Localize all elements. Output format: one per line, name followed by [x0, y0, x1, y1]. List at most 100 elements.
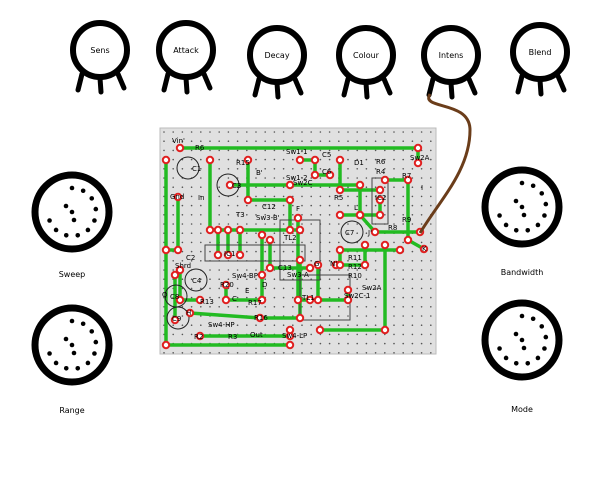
solder-pad: [235, 225, 245, 235]
switch-contact: [519, 180, 525, 186]
component-outline: [204, 244, 306, 262]
switch-contact: [535, 355, 541, 361]
solder-pad: [195, 295, 205, 305]
switch-contact: [530, 183, 536, 189]
rotary-switch-mode[interactable]: Mode: [481, 299, 563, 414]
solder-pad: [257, 230, 267, 240]
solder-pad: [205, 155, 215, 165]
knob-blend[interactable]: Blend: [510, 22, 570, 97]
switch-contact: [53, 227, 59, 233]
component-label: Sw3-A: [287, 271, 309, 279]
switch-contact: [93, 339, 99, 345]
component-label: C5: [322, 151, 331, 159]
solder-pad: [170, 270, 180, 280]
solder-pad: [403, 175, 413, 185]
rotary-switch-bandwidth[interactable]: Bandwidth: [481, 166, 563, 277]
component-label: R4: [376, 168, 386, 176]
knob-intens[interactable]: Intens: [421, 25, 481, 100]
switch-contact: [513, 361, 519, 366]
switch-contact: [47, 351, 52, 356]
knob-decay[interactable]: Decay: [247, 25, 307, 100]
solder-pad: [375, 185, 385, 195]
solder-pad: [313, 260, 323, 270]
switch-label: Bandwidth: [501, 268, 544, 277]
solder-pad: [313, 295, 323, 305]
knob-leg: [292, 76, 304, 96]
solder-pad: [310, 155, 320, 165]
component-outline: [371, 177, 389, 225]
knob-sens[interactable]: Sens: [70, 20, 130, 95]
switch-contact: [93, 206, 99, 212]
solder-pad: [257, 295, 267, 305]
solder-pad: [161, 245, 171, 255]
component-label: IC1: [224, 250, 235, 258]
knob-label: Sens: [90, 46, 109, 55]
solder-pad: [335, 210, 345, 220]
solder-pad: [380, 175, 390, 185]
component-label: C6: [322, 168, 332, 176]
rotary-switch-sweep[interactable]: Sweep: [31, 171, 113, 279]
component-label: Sw4-LP: [282, 332, 307, 340]
solder-pad: [295, 225, 305, 235]
switch-contact: [75, 366, 81, 371]
knob-label: Attack: [173, 46, 199, 55]
component-label: R3: [228, 333, 237, 341]
component-label: R10: [348, 272, 362, 280]
component-label: Sw2A: [362, 284, 382, 292]
knob-label: Decay: [264, 51, 289, 60]
component-label: R20: [220, 281, 234, 289]
switch-contact: [530, 316, 536, 322]
switch-contact: [513, 228, 519, 233]
copper-trace: [385, 178, 425, 251]
component-label: C9: [172, 315, 181, 323]
solder-pad: [380, 240, 390, 250]
component-label: Sw2C-1: [344, 292, 371, 300]
switch-contact: [80, 188, 86, 194]
knob-colour[interactable]: Colour: [336, 25, 396, 100]
solder-pad: [293, 213, 303, 223]
component-label: N': [330, 260, 337, 268]
solder-pad: [223, 225, 233, 235]
knob-leg: [252, 76, 262, 98]
component-label: Sw3-B': [256, 214, 280, 222]
solder-pad: [360, 260, 370, 270]
component-label: Vin': [172, 137, 185, 145]
component-label: TL1: [301, 294, 315, 302]
solder-pad: [235, 250, 245, 260]
component-label: Sw2C: [293, 179, 313, 187]
switch-label: Sweep: [59, 270, 86, 279]
switch-contact: [535, 222, 541, 228]
knob-leg: [201, 71, 213, 91]
solder-pad: [257, 270, 267, 280]
switch-contact: [542, 346, 547, 351]
solder-pad: [315, 325, 325, 335]
switch-contact: [63, 366, 69, 371]
component-label: Sw4-HP: [208, 321, 235, 329]
component-label: C12: [262, 203, 276, 211]
switch-contact: [543, 201, 549, 207]
solder-pad: [175, 143, 185, 153]
knob-leg: [161, 71, 171, 93]
rotary-switch-range[interactable]: Range: [31, 304, 113, 415]
switch-contact: [80, 321, 86, 327]
component-label: H: [186, 309, 191, 317]
solder-pad: [305, 263, 315, 273]
solder-pad: [161, 340, 171, 350]
component-label: R6: [195, 144, 205, 152]
knob-leg: [381, 76, 393, 96]
knob-attack[interactable]: Attack: [156, 20, 216, 95]
solder-pad: [310, 170, 320, 180]
component-label: R11: [348, 254, 362, 262]
solder-pad: [375, 195, 385, 205]
component-label: R13: [200, 298, 214, 306]
component-label: T3: [235, 211, 245, 219]
component-label: R16: [254, 314, 268, 322]
component-label: G: [314, 260, 319, 268]
capacitor-outline: [340, 220, 364, 244]
knob-leg: [97, 75, 104, 95]
switch-contact: [497, 213, 502, 218]
solder-pad: [413, 143, 423, 153]
component-label: C: [232, 295, 237, 303]
solder-pad: [285, 225, 295, 235]
solder-pad: [175, 265, 185, 275]
